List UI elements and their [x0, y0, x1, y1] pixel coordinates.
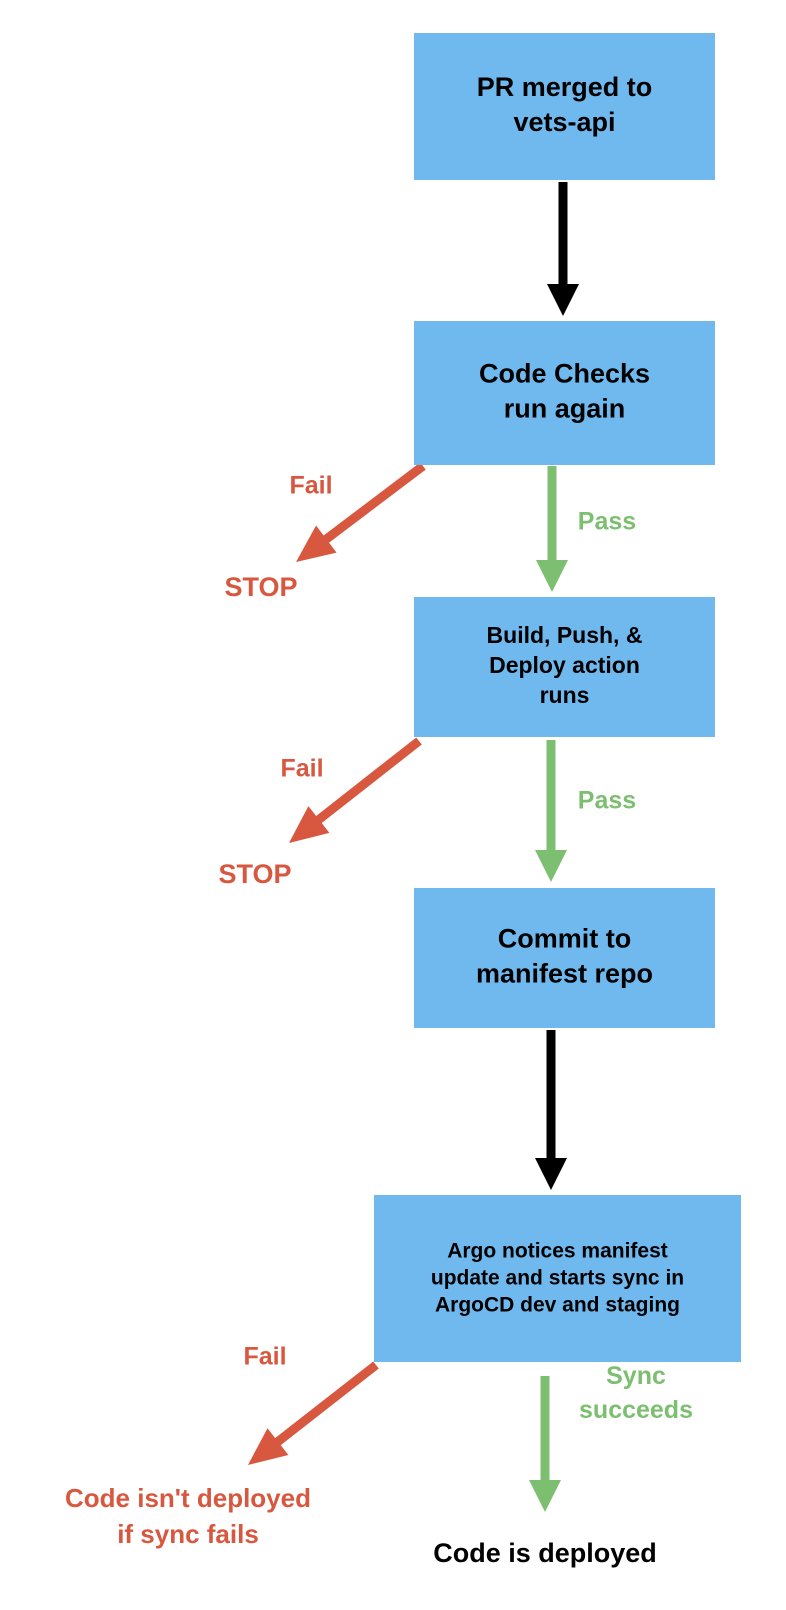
node-box-code-checks[interactable] [414, 321, 715, 465]
terminal-code-deployed: Code is deployed [433, 1538, 657, 1568]
edge-label-checks-fail: Fail [289, 472, 332, 500]
node-box-pr-merged[interactable] [414, 33, 715, 180]
edge-label-checks-pass: Pass [578, 508, 636, 536]
terminal-stop-2: STOP [218, 859, 291, 889]
edge-pr-to-checks [547, 182, 579, 316]
edges-layer [248, 182, 579, 1512]
edge-label-build-pass: Pass [578, 787, 636, 815]
terminal-stop-1: STOP [224, 572, 297, 602]
edge-commit-to-argo [535, 1030, 567, 1190]
edge-build-fail [289, 737, 422, 843]
edge-argo-fail [248, 1361, 379, 1465]
edge-checks-fail [296, 462, 426, 562]
edge-build-pass [535, 740, 567, 882]
node-box-build-push-deploy[interactable] [414, 597, 715, 737]
edge-checks-pass [536, 466, 568, 592]
edge-argo-sync-succeeds [529, 1376, 561, 1512]
node-box-argo-notices[interactable] [374, 1195, 741, 1362]
node-box-commit-manifest[interactable] [414, 888, 715, 1028]
edge-label-build-fail: Fail [280, 755, 323, 783]
edge-label-argo-fail: Fail [243, 1343, 286, 1371]
